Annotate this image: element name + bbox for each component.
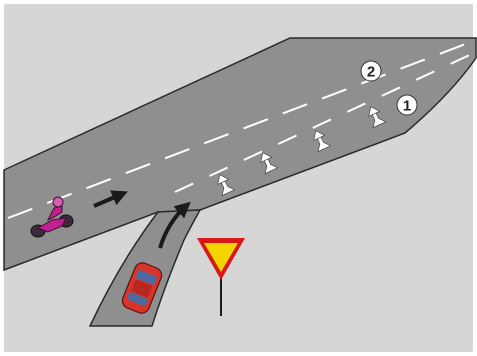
lane-label-2: 2 bbox=[361, 61, 381, 81]
lane-label-2-text: 2 bbox=[367, 64, 375, 81]
lane-label-1-text: 1 bbox=[403, 98, 411, 115]
lane-label-1: 1 bbox=[397, 95, 417, 115]
